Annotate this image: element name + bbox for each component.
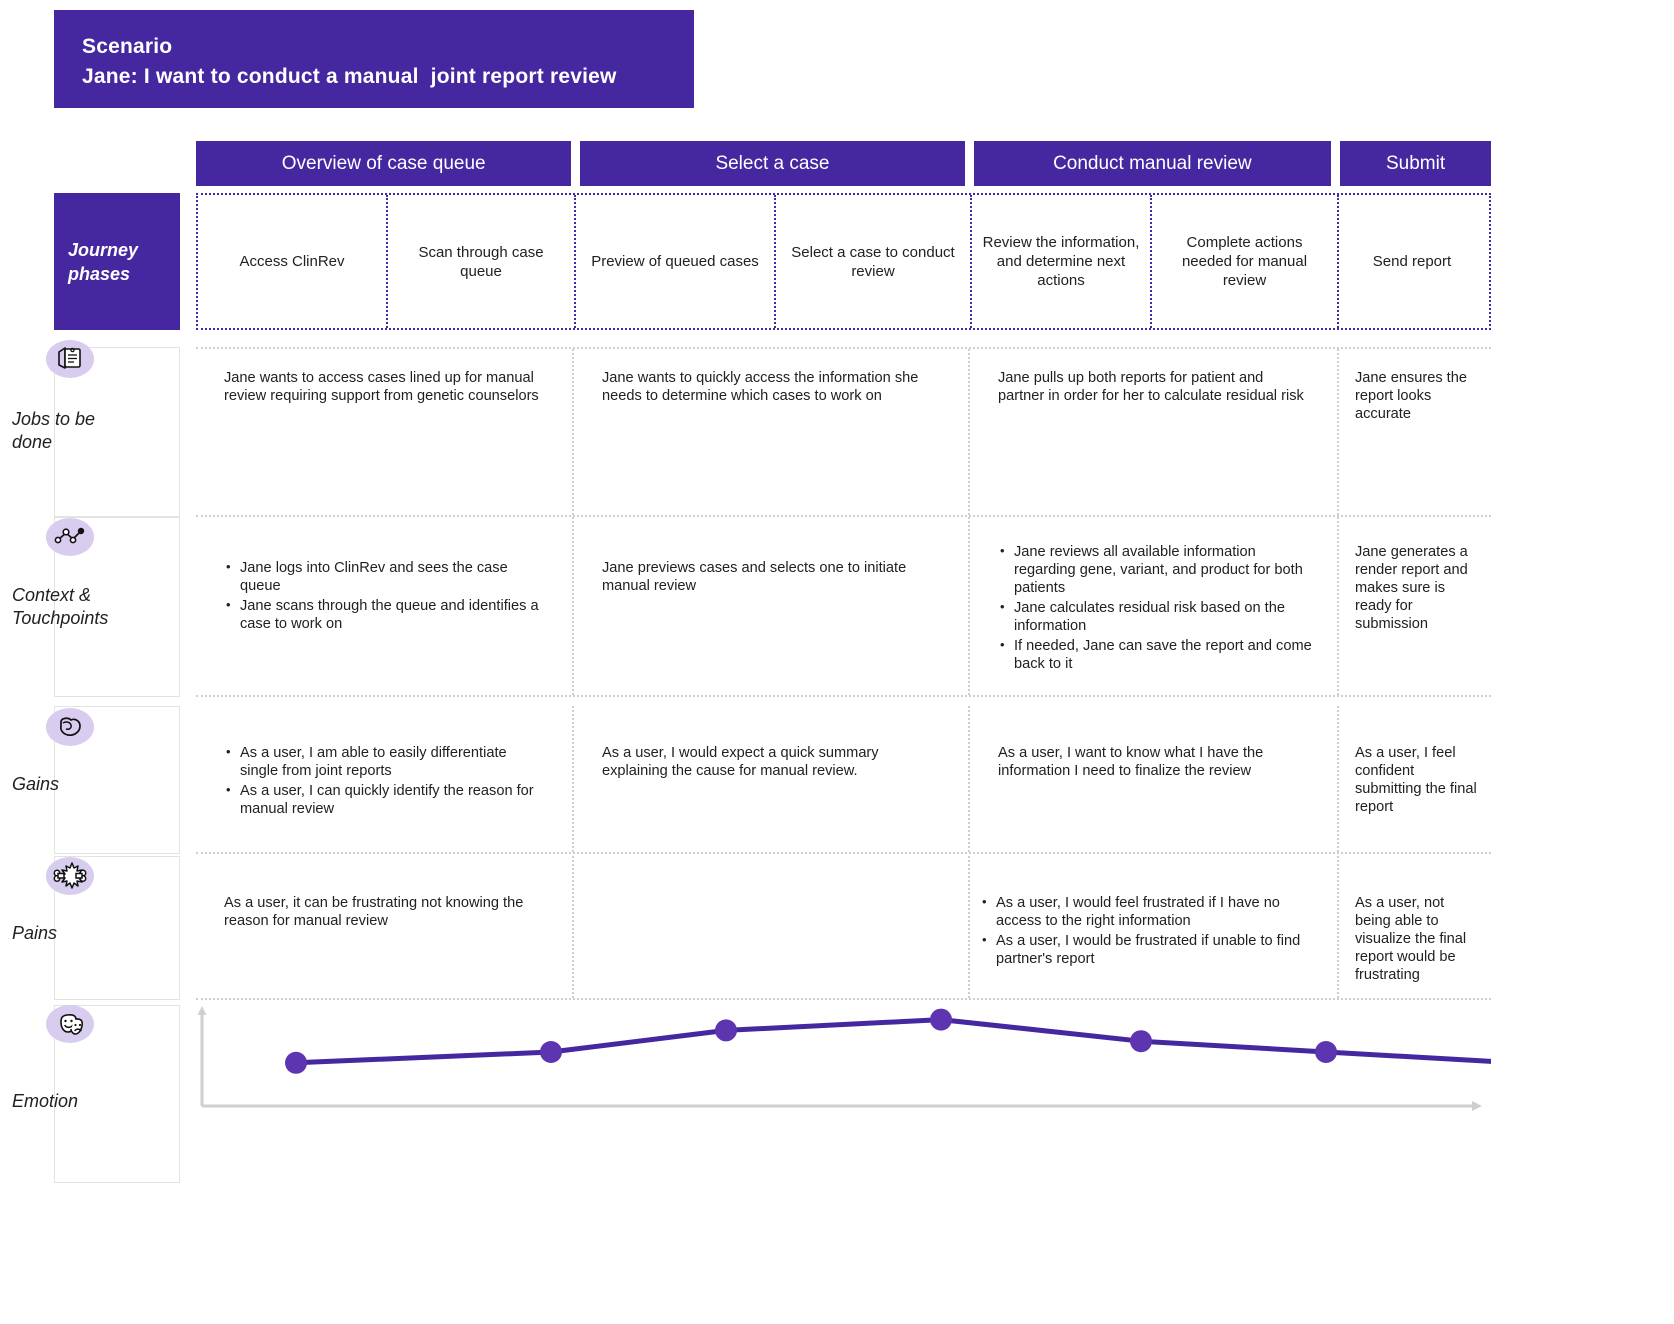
cell-jobs-2: Jane pulls up both reports for patient a… [970, 349, 1339, 515]
list-item: Jane reviews all available information r… [998, 542, 1313, 597]
cell-pains-2: As a user, I would feel frustrated if I … [970, 856, 1339, 998]
rail-title-pains: Pains [12, 923, 58, 943]
phase-header-2[interactable]: Conduct manual review [973, 141, 1332, 186]
cell-context-0: Jane logs into ClinRev and sees the case… [196, 517, 574, 695]
content-row-pains: As a user, it can be frustrating not kno… [196, 856, 1491, 1000]
cell-jobs-3: Jane ensures the report looks accurate [1339, 349, 1491, 515]
cell-text: Jane generates a render report and makes… [1355, 544, 1468, 632]
cell-text: As a user, I want to know what I have th… [998, 745, 1264, 779]
cell-gains-1: As a user, I would expect a quick summar… [574, 706, 970, 852]
emotion-chart [196, 1002, 1491, 1192]
journey-step-1[interactable]: Scan through case queue [388, 195, 576, 328]
cell-text: Jane wants to access cases lined up for … [224, 370, 539, 404]
phase-header-1[interactable]: Select a case [580, 141, 965, 186]
journey-phases-label: Journey phases [54, 193, 180, 330]
emotion-point-0[interactable] [285, 1051, 307, 1074]
broken-bone-icon [46, 857, 94, 895]
bullet-list: Jane logs into ClinRev and sees the case… [224, 558, 548, 633]
cell-jobs-1: Jane wants to quickly access the informa… [574, 349, 970, 515]
clipboard-document-icon [46, 340, 94, 378]
journey-phases-row: Access ClinRev Scan through case queue P… [196, 193, 1491, 330]
emotion-point-1[interactable] [540, 1041, 562, 1063]
content-row-context-and-touchpoints: Jane logs into ClinRev and sees the case… [196, 517, 1491, 697]
list-item: As a user, I would feel frustrated if I … [980, 893, 1313, 930]
cell-gains-2: As a user, I want to know what I have th… [970, 706, 1339, 852]
list-item: Jane calculates residual risk based on t… [998, 598, 1313, 635]
emotion-chart-svg [197, 1006, 1491, 1111]
bullet-list: As a user, I would feel frustrated if I … [980, 893, 1313, 968]
emotion-curve-line [293, 1017, 1491, 1066]
journey-step-0[interactable]: Access ClinRev [198, 195, 388, 328]
journey-phases-label-line1: Journey [68, 239, 139, 260]
x-axis-arrow [1472, 1101, 1482, 1111]
cell-text: Jane wants to quickly access the informa… [602, 370, 919, 404]
journey-phases-label-line2: phases [68, 263, 131, 284]
cell-jobs-0: Jane wants to access cases lined up for … [196, 349, 574, 515]
connected-nodes-icon [46, 518, 94, 556]
cell-text: Jane previews cases and selects one to i… [602, 560, 907, 594]
content-row-jobs-to-be-done: Jane wants to access cases lined up for … [196, 347, 1491, 517]
cell-text: Jane pulls up both reports for patient a… [998, 370, 1304, 404]
emotion-point-5[interactable] [1315, 1041, 1337, 1063]
emotion-curve-points [285, 1008, 1337, 1074]
list-item: As a user, I can quickly identify the re… [224, 781, 548, 818]
theater-masks-icon [46, 1005, 94, 1043]
journey-step-4[interactable]: Review the information, and determine ne… [972, 195, 1152, 328]
journey-step-3[interactable]: Select a case to conduct review [776, 195, 972, 328]
scenario-banner: Scenario Jane: I want to conduct a manua… [54, 10, 694, 108]
journey-step-5[interactable]: Complete actions needed for manual revie… [1152, 195, 1339, 328]
cell-gains-3: As a user, I feel confident submitting t… [1339, 706, 1491, 852]
content-row-gains: As a user, I am able to easily different… [196, 706, 1491, 854]
journey-step-6[interactable]: Send report [1372, 253, 1452, 270]
cell-context-3: Jane generates a render report and makes… [1339, 517, 1491, 695]
cell-pains-1 [574, 856, 970, 998]
cell-pains-0: As a user, it can be frustrating not kno… [196, 856, 574, 998]
phase-header-bar: Overview of case queue Select a case Con… [196, 141, 1491, 186]
cell-text: Jane ensures the report looks accurate [1355, 370, 1467, 422]
emotion-point-2[interactable] [715, 1019, 737, 1042]
rail-title-context-and-touchpoints: Context & Touchpoints [12, 585, 109, 628]
list-item: Jane scans through the queue and identif… [224, 596, 548, 633]
bullet-list: As a user, I am able to easily different… [224, 743, 548, 818]
rail-title-emotion: Emotion [12, 1091, 79, 1111]
list-item: Jane logs into ClinRev and sees the case… [224, 558, 548, 595]
list-item: If needed, Jane can save the report and … [998, 636, 1313, 673]
cell-context-1: Jane previews cases and selects one to i… [574, 517, 970, 695]
journey-step-2[interactable]: Preview of queued cases [576, 195, 776, 328]
rail-title-gains: Gains [12, 774, 60, 794]
flexed-bicep-icon [46, 708, 94, 746]
cell-text: As a user, I feel confident submitting t… [1355, 745, 1477, 815]
cell-text: As a user, not being able to visualize t… [1355, 895, 1467, 983]
cell-gains-0: As a user, I am able to easily different… [196, 706, 574, 852]
list-item: As a user, I am able to easily different… [224, 743, 548, 780]
emotion-point-3[interactable] [930, 1008, 952, 1031]
list-item: As a user, I would be frustrated if unab… [980, 931, 1313, 968]
cell-pains-3: As a user, not being able to visualize t… [1339, 856, 1491, 998]
emotion-point-4[interactable] [1130, 1030, 1152, 1053]
cell-text: As a user, I would expect a quick summar… [602, 745, 879, 779]
scenario-label: Scenario [82, 35, 173, 58]
bullet-list: Jane reviews all available information r… [998, 542, 1313, 673]
scenario-title: Jane: I want to conduct a manual joint r… [82, 65, 617, 88]
rail-gains [54, 706, 180, 854]
cell-context-2: Jane reviews all available information r… [970, 517, 1339, 695]
phase-header-3[interactable]: Submit [1340, 141, 1491, 186]
y-axis-arrow [197, 1006, 207, 1015]
rail-title-jobs-to-be-done: Jobs to be done [12, 409, 96, 452]
cell-text: As a user, it can be frustrating not kno… [224, 895, 524, 929]
phase-header-0[interactable]: Overview of case queue [196, 141, 572, 186]
